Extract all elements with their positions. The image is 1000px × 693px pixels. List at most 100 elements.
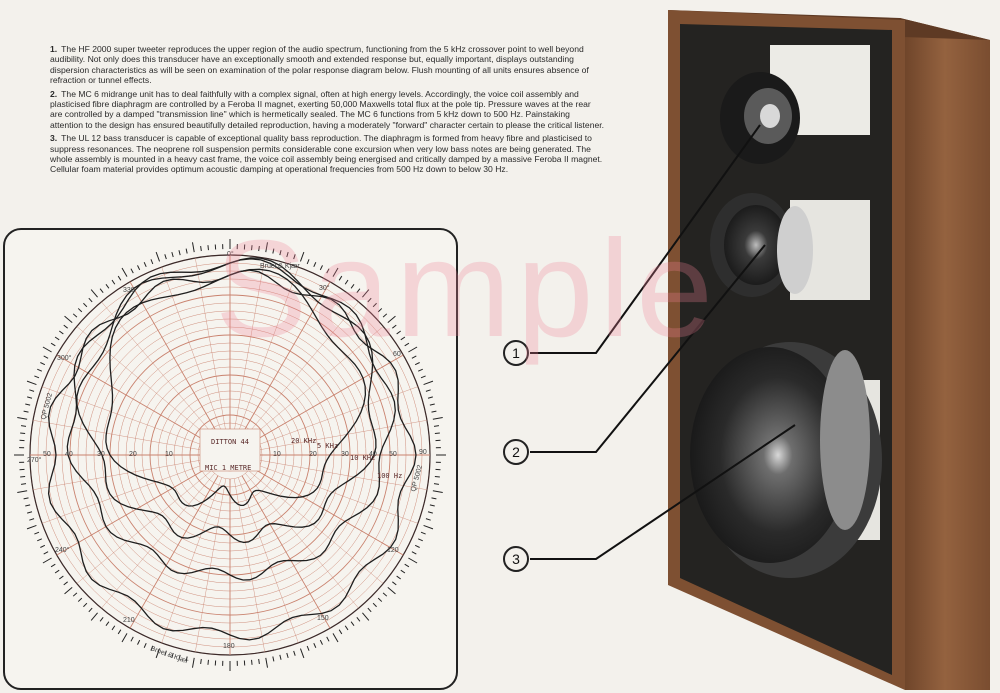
outer-tick bbox=[155, 251, 161, 262]
paragraph-2-number: 2. bbox=[50, 88, 58, 99]
paragraph-3: 3.The UL 12 bass transducer is capable o… bbox=[50, 133, 605, 175]
polar-chart-svg: Brüel & Kjær Brüel & Kjær DITTON 44 MIC … bbox=[14, 239, 446, 671]
outer-tick bbox=[404, 342, 410, 347]
center-label-box bbox=[199, 428, 261, 472]
freq-label-100hz: 100 Hz bbox=[377, 472, 402, 480]
outer-tick bbox=[164, 650, 167, 656]
outer-tick bbox=[90, 612, 98, 621]
grid-spoke bbox=[250, 466, 404, 556]
outer-tick bbox=[404, 563, 410, 568]
outer-tick bbox=[121, 267, 128, 277]
outer-tick bbox=[367, 297, 372, 303]
outer-tick bbox=[191, 242, 195, 253]
outer-tick bbox=[83, 602, 88, 608]
outer-tick bbox=[88, 297, 93, 303]
ring-label-left-40: 40 bbox=[65, 451, 73, 458]
outer-tick bbox=[306, 645, 310, 651]
outer-tick bbox=[396, 575, 401, 580]
outer-tick bbox=[433, 425, 440, 427]
outer-tick bbox=[64, 587, 73, 595]
center-label-model: DITTON 44 bbox=[211, 438, 249, 446]
outer-tick bbox=[72, 313, 78, 318]
outer-tick bbox=[185, 656, 188, 662]
outer-tick bbox=[293, 650, 296, 656]
outer-tick bbox=[417, 368, 423, 372]
outer-tick bbox=[344, 279, 349, 285]
trace-20khz bbox=[105, 268, 367, 507]
woofer-basket bbox=[820, 350, 870, 530]
outer-tick bbox=[54, 569, 60, 574]
grid-spoke bbox=[56, 354, 210, 444]
polar-grid bbox=[14, 239, 446, 671]
angle-label-150: 150 bbox=[317, 615, 329, 622]
outer-tick bbox=[382, 592, 388, 597]
leader-line-1 bbox=[530, 124, 761, 354]
outer-tick bbox=[392, 581, 397, 586]
outer-tick bbox=[427, 396, 433, 399]
outer-tick bbox=[130, 268, 134, 274]
outer-tick bbox=[137, 265, 141, 271]
grid-spoke bbox=[41, 463, 208, 524]
outer-tick bbox=[185, 248, 188, 254]
outer-tick bbox=[427, 511, 433, 514]
outer-tick bbox=[408, 346, 418, 353]
outer-tick bbox=[411, 355, 417, 359]
outer-tick bbox=[434, 476, 440, 478]
grid-spoke bbox=[76, 470, 212, 584]
leader-line-3 bbox=[530, 424, 796, 560]
outer-tick bbox=[362, 289, 370, 298]
outer-tick bbox=[99, 288, 104, 293]
ring-label-left-30: 30 bbox=[97, 451, 105, 458]
grid-spoke bbox=[238, 477, 299, 644]
outer-tick bbox=[34, 531, 40, 535]
outer-tick bbox=[191, 657, 195, 668]
outer-tick bbox=[408, 557, 418, 564]
outer-tick bbox=[34, 375, 40, 379]
outer-tick bbox=[423, 524, 434, 530]
grid-spoke bbox=[248, 326, 384, 440]
leader-line-2 bbox=[530, 244, 766, 453]
outer-tick bbox=[27, 511, 33, 514]
outer-tick bbox=[387, 587, 396, 595]
grid-spoke bbox=[233, 478, 265, 652]
outer-tick bbox=[37, 368, 43, 372]
woofer-cone bbox=[690, 347, 850, 563]
grid-spoke bbox=[253, 458, 427, 490]
outer-tick bbox=[207, 659, 209, 665]
freq-label-5k: 5 KHz bbox=[317, 442, 338, 450]
ring-label-left-20: 20 bbox=[129, 451, 137, 458]
outer-tick bbox=[286, 652, 289, 658]
angle-label-30: 30° bbox=[319, 284, 330, 292]
angle-label-90: 90 bbox=[419, 449, 427, 456]
outer-tick bbox=[425, 518, 431, 521]
grid-spoke bbox=[245, 473, 359, 609]
center-label-mic: MIC 1 METRE bbox=[205, 464, 251, 472]
ring-label-right-20: 20 bbox=[309, 451, 317, 458]
outer-tick bbox=[25, 504, 31, 507]
outer-tick bbox=[265, 657, 269, 668]
grid-spoke bbox=[238, 266, 299, 433]
ring-label-right-40: 40 bbox=[369, 451, 377, 458]
description-text: 1.The HF 2000 super tweeter reproduces t… bbox=[50, 44, 605, 178]
angle-label-300: 300° bbox=[57, 354, 72, 362]
outer-tick bbox=[372, 302, 377, 308]
outer-tick bbox=[54, 336, 60, 341]
grid-spoke bbox=[161, 477, 222, 644]
ring-label-left-10: 10 bbox=[165, 451, 173, 458]
outer-tick bbox=[356, 288, 361, 293]
outer-tick bbox=[313, 262, 317, 268]
grid-spoke bbox=[129, 281, 219, 435]
grid-spoke bbox=[245, 301, 359, 437]
paragraph-3-number: 3. bbox=[50, 133, 58, 144]
outer-tick bbox=[272, 248, 275, 254]
grid-spoke bbox=[33, 458, 207, 490]
outer-tick bbox=[59, 330, 64, 335]
grid-spoke bbox=[233, 258, 265, 432]
outer-tick bbox=[111, 279, 116, 285]
freq-label-20k: 20 KHz bbox=[291, 437, 316, 445]
outer-tick bbox=[20, 432, 26, 434]
outer-tick bbox=[83, 302, 88, 308]
outer-tick bbox=[23, 410, 29, 413]
outer-tick bbox=[326, 268, 330, 274]
ring-label-right-10: 10 bbox=[273, 451, 281, 458]
